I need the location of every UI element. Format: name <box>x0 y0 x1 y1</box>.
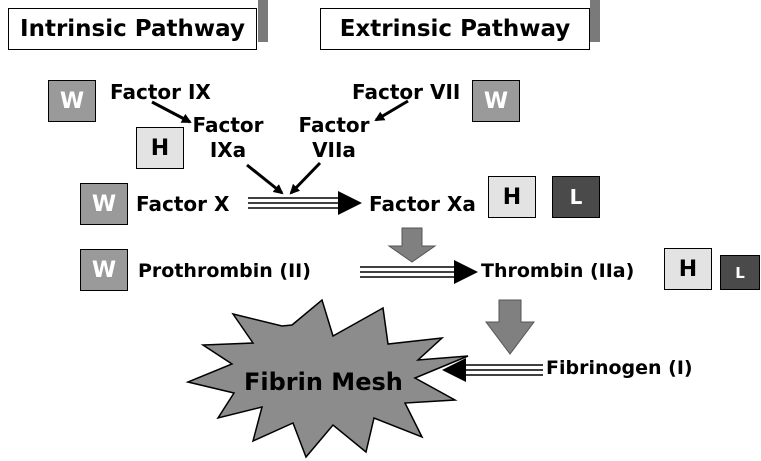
factor-ixa-label-line2: IXa <box>209 138 247 162</box>
factor-ixa-label-line1: Factor <box>192 113 264 137</box>
factor-viia-label-line1: Factor <box>298 113 370 137</box>
arrow-fibrinogen-to-fibrin <box>442 358 543 382</box>
fibrinogen-label: Fibrinogen (I) <box>546 357 693 379</box>
intrinsic-pathway-title: Intrinsic Pathway <box>20 16 245 42</box>
arrow-prothrombin-to-thrombin <box>360 260 478 284</box>
extrinsic-header-shadow <box>590 0 600 42</box>
badge-w-prothrombin: W <box>80 249 128 291</box>
block-arrow-xa-to-thrombin <box>387 227 437 263</box>
factor-vii-label: Factor VII <box>352 80 461 104</box>
intrinsic-header-shadow <box>258 0 268 42</box>
arrow-factor-vii-to-viia <box>374 99 409 122</box>
fibrin-mesh-starburst <box>185 298 469 459</box>
extrinsic-pathway-title: Extrinsic Pathway <box>339 16 571 42</box>
arrow-factor-ixa-to-x <box>246 163 284 195</box>
badge-l-thrombin: L <box>720 255 760 290</box>
arrow-factor-ix-to-ixa <box>151 100 192 124</box>
arrow-factor-viia-to-x <box>289 161 322 195</box>
badge-w-factor-ix: W <box>48 80 96 122</box>
factor-xa-label: Factor Xa <box>369 192 476 216</box>
badge-l-factor-xa: L <box>552 176 600 218</box>
badge-w-factor-vii: W <box>472 80 520 122</box>
factor-x-label: Factor X <box>136 192 230 216</box>
badge-w-factor-x: W <box>80 183 128 225</box>
extrinsic-pathway-header: Extrinsic Pathway <box>320 8 590 50</box>
badge-h-factor-xa: H <box>488 176 536 218</box>
arrow-factor-x-to-xa <box>248 191 362 215</box>
block-arrow-thrombin-to-fibrinogen <box>485 299 535 355</box>
prothrombin-label: Prothrombin (II) <box>138 260 311 282</box>
thrombin-label: Thrombin (IIa) <box>481 260 635 282</box>
factor-viia-label-line2: VIIa <box>312 138 356 162</box>
badge-h-factor-ixa: H <box>136 127 184 169</box>
factor-ix-label: Factor IX <box>110 80 211 104</box>
badge-h-thrombin: H <box>664 248 712 290</box>
intrinsic-pathway-header: Intrinsic Pathway <box>8 8 257 50</box>
fibrin-mesh-label: Fibrin Mesh <box>244 368 403 396</box>
